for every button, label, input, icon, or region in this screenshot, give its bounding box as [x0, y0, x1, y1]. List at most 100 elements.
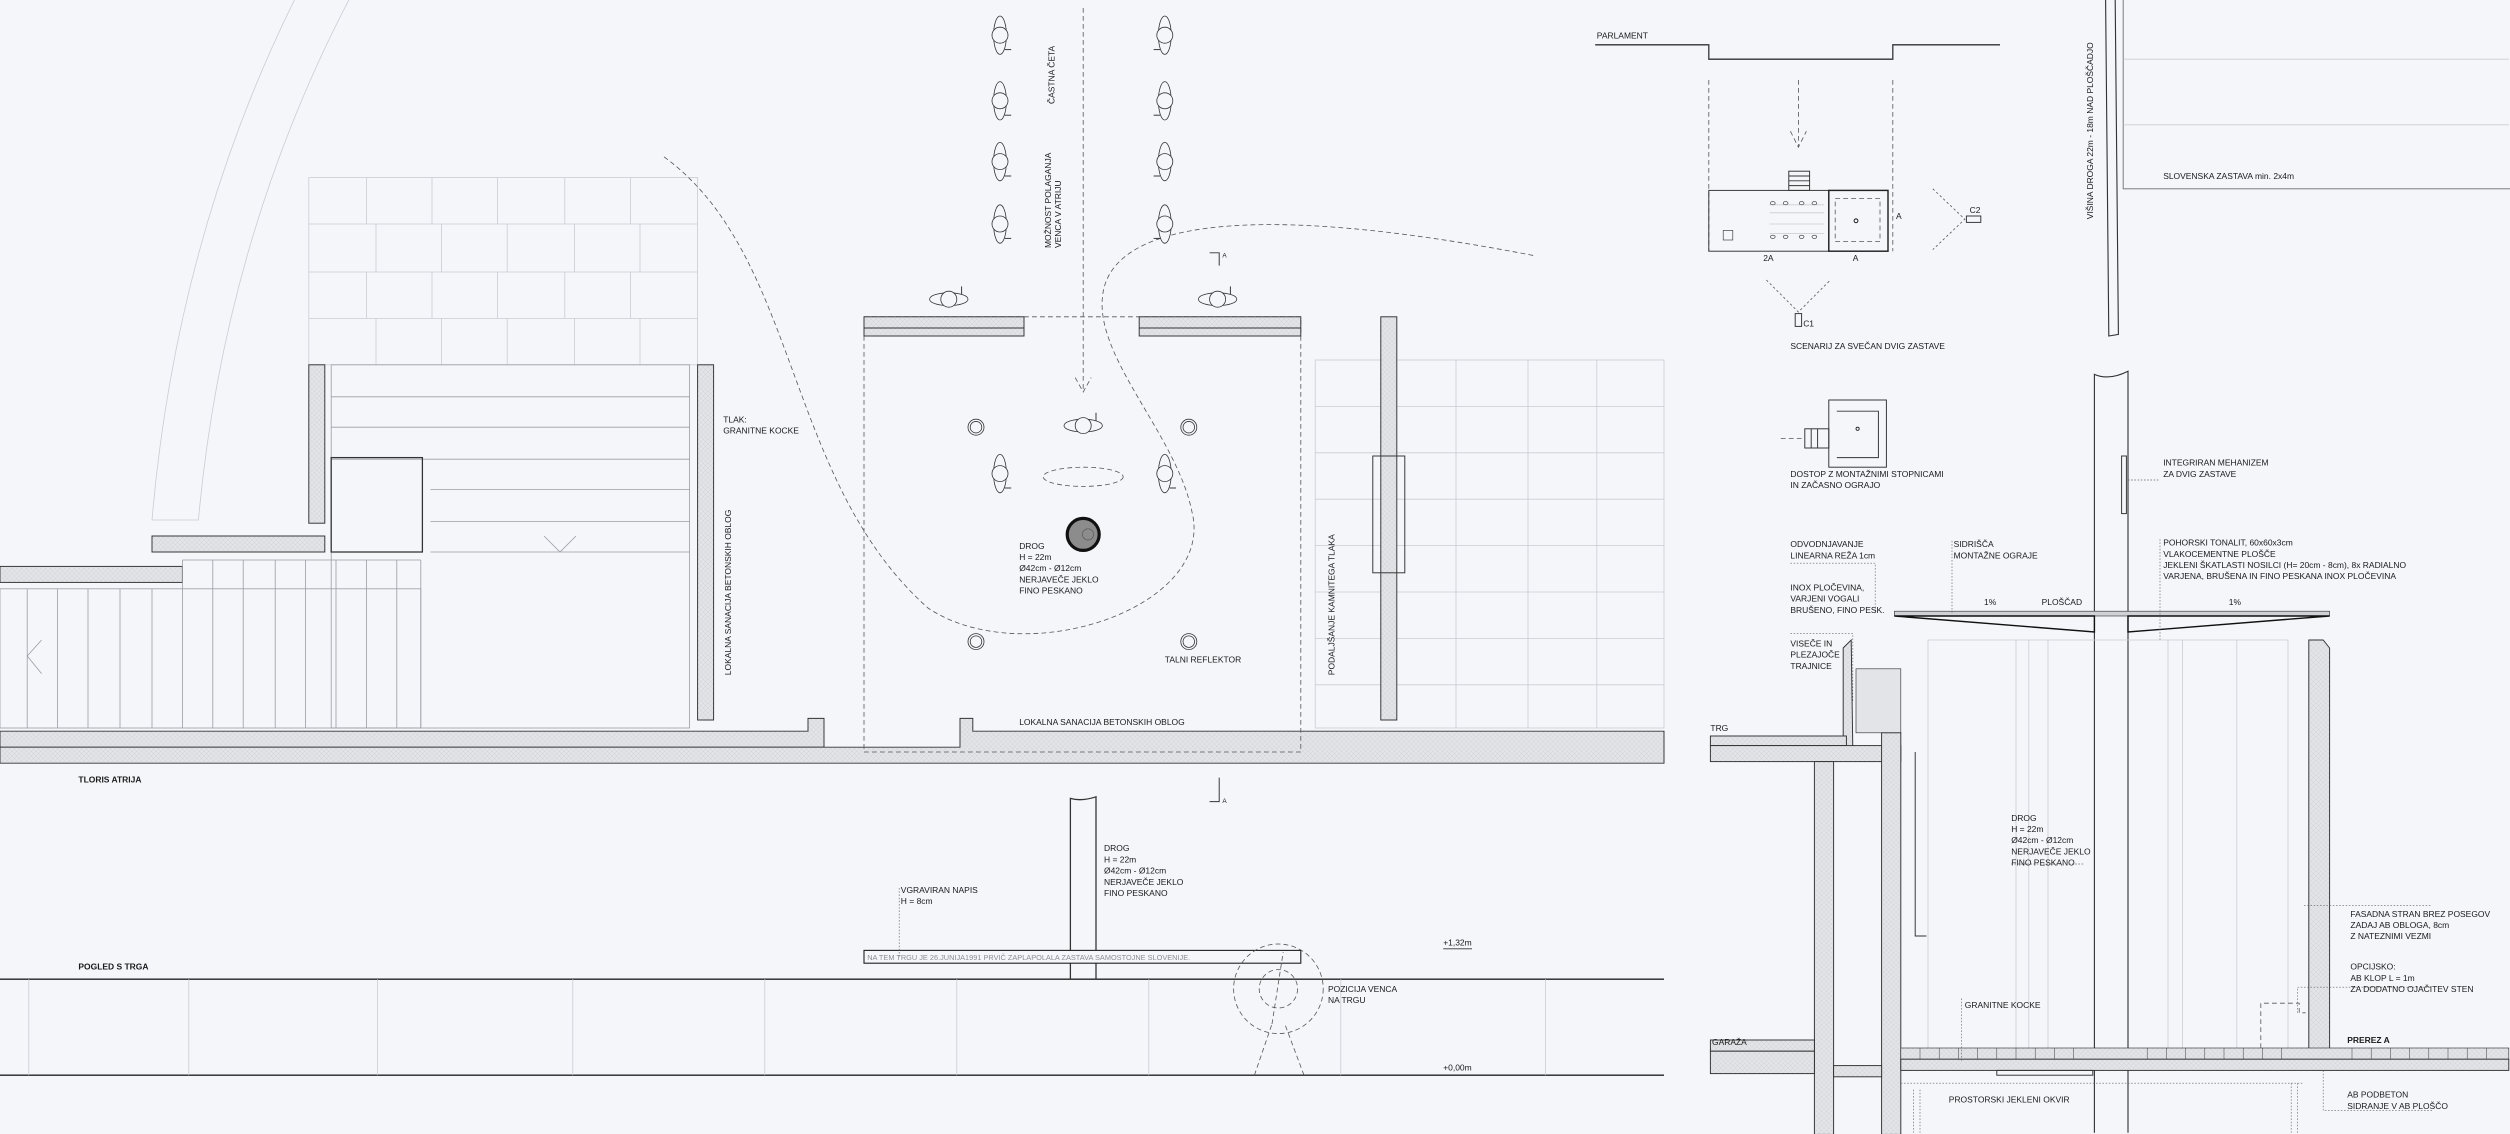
svg-text:GRANITNE KOCKE: GRANITNE KOCKE	[1965, 1000, 2041, 1010]
flag-elevation: SLOVENSKA ZASTAVA min. 2x4m VIŠINA DROGA…	[2085, 0, 2510, 337]
scenario-caption: SCENARIJ ZA SVEČAN DVIG ZASTAVE	[1790, 341, 1945, 351]
section-marker-bottom	[1209, 777, 1220, 803]
plan-title: TLORIS ATRIJA	[78, 774, 141, 784]
label-line: Ø42cm - Ø12cm	[1104, 866, 1166, 876]
svg-text:GARAŽA: GARAŽA	[1712, 1037, 1747, 1047]
label-line: ODVODNJAVANJE	[1790, 539, 1863, 549]
label-line: TLAK:	[723, 414, 747, 424]
svg-text:C1: C1	[1803, 318, 1814, 328]
label-line: INOX PLOČEVINA,	[1790, 582, 1864, 592]
label-line: MOŽNOST POLAGANJA	[1043, 152, 1053, 248]
planter-wall-left	[1842, 638, 1854, 750]
atrium-floor-plan: TLAK:GRANITNE KOCKE LOKALNA SANACIJA BET…	[0, 0, 1665, 805]
label-line: ZA DVIG ZASTAVE	[2163, 469, 2236, 479]
wall-left	[308, 364, 326, 524]
bench-left-hatched	[0, 565, 183, 583]
arrow-icon	[1790, 131, 1807, 149]
bench-optional	[2260, 1002, 2306, 1048]
column-right	[1881, 732, 1902, 1134]
floor-reflector-icon	[967, 633, 985, 650]
wreath-position-marker	[1233, 943, 1324, 1076]
label-line: DROG	[2011, 813, 2036, 823]
platform-deck	[1894, 610, 2330, 617]
slope-right: 1%	[2229, 597, 2242, 607]
label-line: DROG	[1104, 843, 1129, 853]
label-line: MONTAŽNE OGRAJE	[1954, 550, 2038, 560]
brick-paving-grid	[308, 177, 698, 366]
stair-planks	[0, 559, 422, 729]
label-line: VLAKOCEMENTNE PLOŠČE	[2163, 549, 2276, 559]
arc-outline	[151, 0, 350, 521]
label-line: AB KLOP L = 1m	[2350, 973, 2414, 983]
wall-east	[1380, 316, 1398, 721]
officer-figure	[1063, 412, 1103, 435]
bench-hatched	[151, 535, 326, 553]
wall-opening	[1372, 455, 1406, 574]
guard-figure	[1197, 285, 1238, 308]
label-line: DOSTOP Z MONTAŽNIMI STOPNICAMI	[1790, 469, 1943, 479]
level-top: +1,32m	[1443, 938, 1471, 948]
label-line: AB PODBETON	[2347, 1090, 2408, 1100]
label-line: SIDRIŠČA	[1954, 539, 1994, 549]
svg-text:A: A	[1853, 253, 1859, 263]
trg-paving	[1709, 735, 1847, 747]
wreath-position	[1042, 466, 1124, 487]
floor-reflector-icon	[1180, 633, 1198, 650]
guard-figure	[929, 285, 969, 308]
stone-paving-right	[1314, 359, 1665, 729]
label-line: VGRAVIRAN NAPIS	[901, 885, 978, 895]
flagpole-section	[2093, 370, 2129, 1133]
parliament-facade	[1595, 44, 2000, 60]
label-line: NERJAVEČE JEKLO	[2011, 846, 2091, 856]
access-detail	[1780, 399, 1887, 468]
svg-text:A: A	[1222, 798, 1227, 805]
ploscad-label: PLOŠČAD	[2042, 597, 2082, 607]
elevation-from-square: POGLED S TRGA NA TEM TRGU JE 26.JUNIJA19…	[0, 795, 1664, 1076]
svg-text:2A: 2A	[1763, 253, 1774, 263]
flagpole-plan	[1065, 516, 1101, 552]
label-line: BRUŠENO, FINO PESK.	[1790, 605, 1884, 615]
label-line: VARJENI VOGALI	[1790, 594, 1859, 604]
arrow-icon	[1074, 377, 1092, 393]
wall-right	[697, 364, 715, 721]
label-line: VARJENA, BRUŠENA IN FINO PESKANA INOX PL…	[2163, 571, 2396, 581]
label-line: NERJAVEČE JEKLO	[1104, 877, 1184, 887]
facade-wall	[2308, 639, 2331, 1057]
svg-text:A: A	[1222, 253, 1227, 260]
column-left	[1813, 761, 1835, 1134]
label-line: OPCIJSKO:	[2350, 962, 2395, 972]
platform-2a	[1708, 189, 1830, 252]
label-line: POHORSKI TONALIT, 60x60x3cm	[2163, 538, 2293, 548]
ceremony-scenario-diagram: PARLAMENT 2A A A C1 C2 SCENARIJ ZA SVEČA…	[1595, 30, 2000, 490]
platform-a	[1828, 189, 1889, 252]
castna-ceta-label: ČASTNA ČETA	[1046, 45, 1056, 104]
floor-slab-upper	[0, 717, 825, 748]
planter-right	[1138, 316, 1302, 337]
label-line: H = 22m	[1104, 854, 1136, 864]
guard-figure	[991, 453, 1012, 494]
flagpole-top	[2105, 0, 2119, 337]
hoist-mechanism	[2121, 455, 2127, 515]
label-line: NA TRGU	[1328, 995, 1366, 1005]
sanacija-vertical-label: LOKALNA SANACIJA BETONSKIH OBLOG	[723, 510, 733, 676]
guard-rows	[1769, 204, 1824, 234]
platform-beam	[1894, 615, 2330, 633]
label-line: LINEARNA REŽA 1cm	[1790, 550, 1875, 560]
label-line: H = 8cm	[901, 896, 933, 906]
svg-text:PROSTORSKI JEKLENI OKVIR: PROSTORSKI JEKLENI OKVIR	[1949, 1094, 2070, 1104]
elevation-title: POGLED S TRGA	[78, 962, 148, 972]
label-line: H = 22m	[1019, 552, 1051, 562]
label-line: H = 22m	[2011, 824, 2043, 834]
